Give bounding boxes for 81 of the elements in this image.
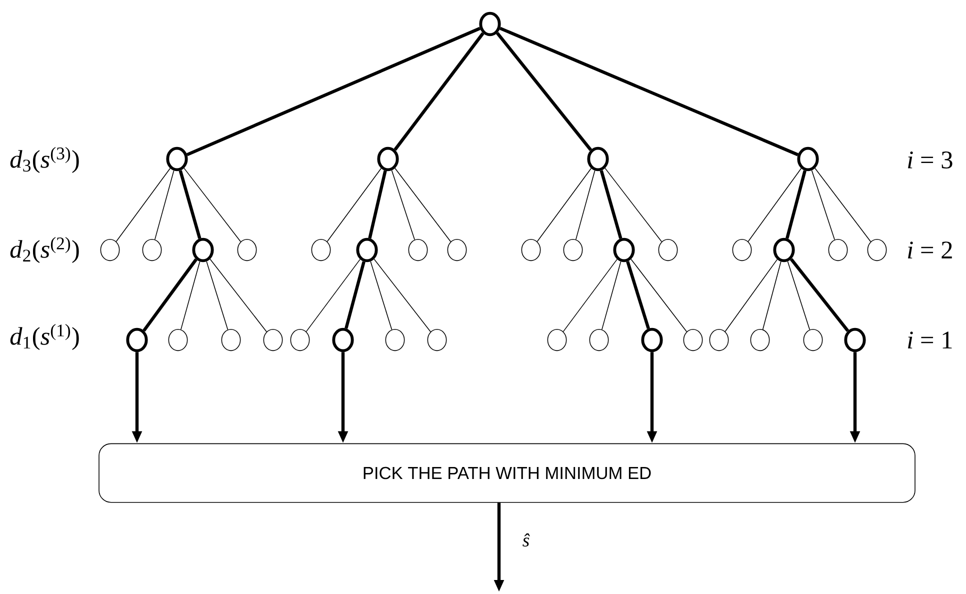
tree-node <box>563 238 583 262</box>
tree-node <box>803 328 823 352</box>
tree-node <box>385 328 405 352</box>
tree-node <box>797 146 819 172</box>
tree-node <box>479 12 501 36</box>
tree-branch <box>602 261 622 330</box>
tree-node <box>641 328 663 352</box>
stage-label: i = 2 <box>908 242 952 258</box>
tree-branch <box>724 259 778 332</box>
tree-branch <box>142 258 198 332</box>
tree-node <box>408 238 428 262</box>
tree-branch <box>368 170 387 239</box>
tree-node <box>828 238 848 262</box>
tree-branch <box>391 170 415 240</box>
level-label: d$_{1}$(s$^{(1)}$) <box>10 324 79 350</box>
tree-branch <box>374 258 431 332</box>
tree-node <box>221 328 241 352</box>
tree-branch <box>811 170 835 240</box>
tree-node <box>377 146 399 172</box>
stage-label: i = 1 <box>908 332 952 348</box>
tree-node <box>290 328 310 352</box>
process-box: PICK THE PATH WITH MINIMUM ED <box>98 443 916 503</box>
tree-node <box>773 238 795 262</box>
tree-node <box>658 238 678 262</box>
tree-node <box>732 238 752 262</box>
tree-node <box>709 328 729 352</box>
tree-node <box>613 238 635 262</box>
tree-node <box>263 328 283 352</box>
tree-branch <box>496 32 592 151</box>
tree-branch <box>326 168 382 242</box>
tree-node <box>192 238 214 262</box>
tree-node <box>867 238 887 262</box>
tree-branch <box>370 261 392 330</box>
tree-branch <box>536 168 592 242</box>
stage-label: i = 3 <box>908 152 952 169</box>
tree-branch <box>604 168 662 242</box>
tree-node <box>521 238 541 262</box>
tree-branch <box>787 261 810 330</box>
tree-node <box>683 328 703 352</box>
level-label: d$_{3}$(s$^{(3)}$) <box>10 146 79 174</box>
tree-branch <box>306 258 360 332</box>
tree-branch <box>186 26 481 156</box>
tree-node <box>311 238 331 262</box>
tree-branch <box>814 168 872 242</box>
edge-label: ŝ <box>522 533 530 547</box>
tree-branch <box>748 168 802 242</box>
tree-branch <box>184 168 241 242</box>
tree-branch <box>394 32 484 151</box>
tree-branch <box>499 26 799 156</box>
tree-node <box>237 238 257 262</box>
tree-branch <box>762 261 782 330</box>
tree-node <box>547 328 567 352</box>
tree-branch <box>790 258 850 332</box>
tree-node <box>587 146 609 172</box>
tree-branch <box>786 170 806 239</box>
tree-branch <box>630 258 687 332</box>
tree-branch <box>576 170 596 240</box>
tree-node <box>332 328 354 352</box>
tree-node <box>447 238 467 262</box>
tree-branch <box>394 168 452 242</box>
tree-branch <box>626 260 650 330</box>
tree-node <box>100 238 120 262</box>
tree-branch <box>180 261 200 330</box>
tree-branch <box>116 168 171 242</box>
level-label: d$_{2}$(s$^{(2)}$) <box>10 236 79 264</box>
tree-branch <box>154 170 174 240</box>
tree-node <box>844 328 866 352</box>
tree-node <box>166 146 188 172</box>
tree-branch <box>600 170 622 239</box>
tree-node <box>427 328 447 352</box>
tree-branch <box>178 170 202 239</box>
tree-branch <box>206 261 228 330</box>
tree-branch <box>344 261 366 329</box>
tree-branch <box>210 258 267 332</box>
tree-node <box>168 328 188 352</box>
tree-node <box>356 238 378 262</box>
tree-node <box>589 328 609 352</box>
tree-node <box>750 328 770 352</box>
tree-node <box>126 328 148 352</box>
tree-node <box>142 238 162 262</box>
tree-branch <box>562 258 618 332</box>
